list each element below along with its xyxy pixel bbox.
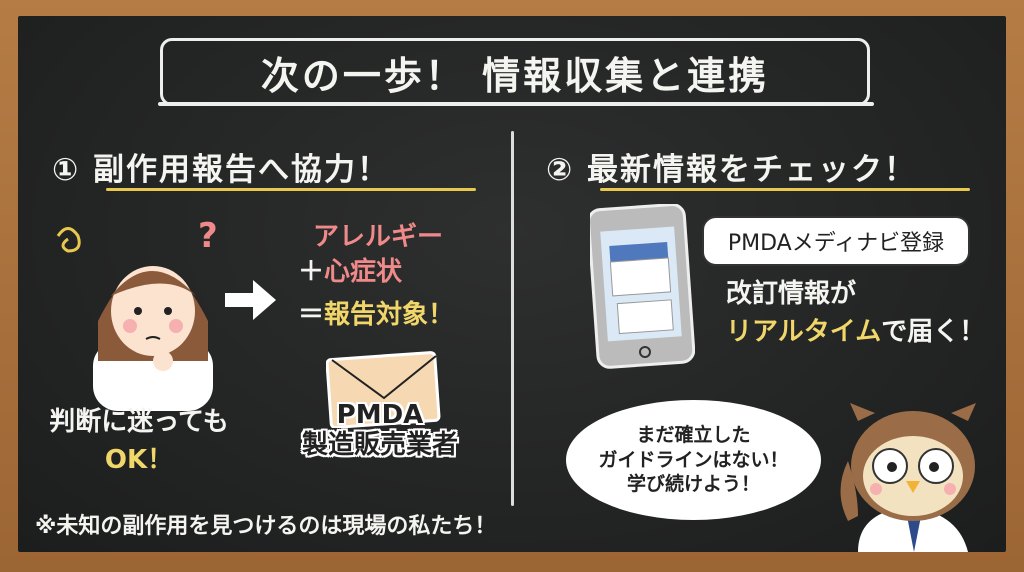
revision-info-text: 改訂情報が: [726, 279, 857, 309]
left-heading-underline: [106, 188, 476, 191]
question-mark: ?: [198, 216, 218, 256]
title-underline: [158, 102, 874, 106]
caption-unsure: 判断に迷っても: [49, 407, 229, 437]
plus-sign: ＋: [298, 257, 325, 287]
smartphone-icon: [590, 204, 695, 369]
owl-teacher-icon: [840, 403, 976, 552]
allergy-text: アレルギー: [313, 222, 444, 252]
confused-pharmacist-icon: [56, 227, 213, 411]
chalkboard: 次の一歩！ 情報収集と連携 ① 副作用報告へ協力！ ? アレルギー ＋心症状 ＝…: [18, 16, 1006, 552]
footnote: ※未知の副作用を見つけるのは現場の私たち！: [35, 514, 497, 539]
column-divider: [511, 131, 514, 506]
owl-line-1: まだ確立した: [636, 423, 751, 446]
right-heading-underline: [600, 188, 970, 191]
owl-speech-bubble: まだ確立した ガイドラインはない！ 学び続けよう！: [566, 400, 821, 520]
page-title: 次の一歩！ 情報収集と連携: [160, 38, 870, 106]
recipient-manufacturer: 製造販売業者: [301, 430, 458, 460]
left-heading: ① 副作用報告へ協力！: [52, 152, 391, 188]
envelope-icon: [326, 351, 441, 428]
owl-line-3: 学び続けよう！: [626, 473, 760, 496]
arrow-right-icon: [225, 280, 276, 320]
medinavi-bubble: PMDAメディナビ登録: [702, 216, 970, 266]
realtime-text: リアルタイム: [726, 317, 882, 347]
owl-line-2: ガイドラインはない！: [598, 448, 789, 471]
report-target-text: 報告対象！: [324, 300, 455, 330]
equals-sign: ＝: [298, 300, 325, 330]
delivered-text: で届く！: [881, 317, 986, 347]
recipient-pmda: PMDA: [336, 400, 424, 430]
right-heading: ② 最新情報をチェック！: [546, 152, 918, 188]
caption-ok: OK！: [104, 445, 174, 475]
heart-symptom-text: 心症状: [324, 257, 403, 287]
